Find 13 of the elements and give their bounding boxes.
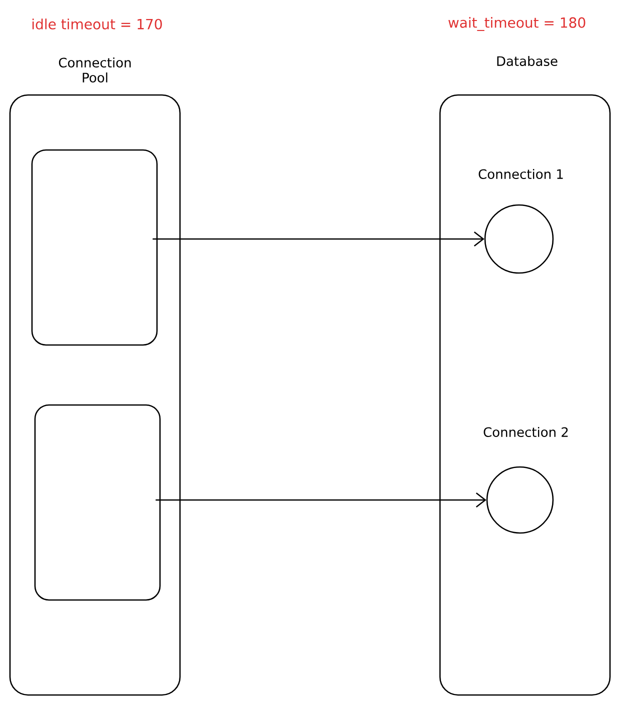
node-label: Connection Pool xyxy=(58,57,131,83)
circle xyxy=(486,466,554,534)
inner-box xyxy=(34,404,161,601)
inner-box xyxy=(31,149,158,346)
connection-label: Connection 1 xyxy=(478,168,563,180)
container-box: Connection Pool xyxy=(9,57,181,696)
arrow xyxy=(156,492,486,508)
timeout-note: wait_timeout = 180 xyxy=(448,17,586,31)
timeout-note: idle timeout = 170 xyxy=(32,18,162,30)
node-label: Database xyxy=(497,56,558,66)
connection-label: Connection 2 xyxy=(484,426,568,438)
arrow xyxy=(152,231,484,246)
circle xyxy=(484,204,554,274)
